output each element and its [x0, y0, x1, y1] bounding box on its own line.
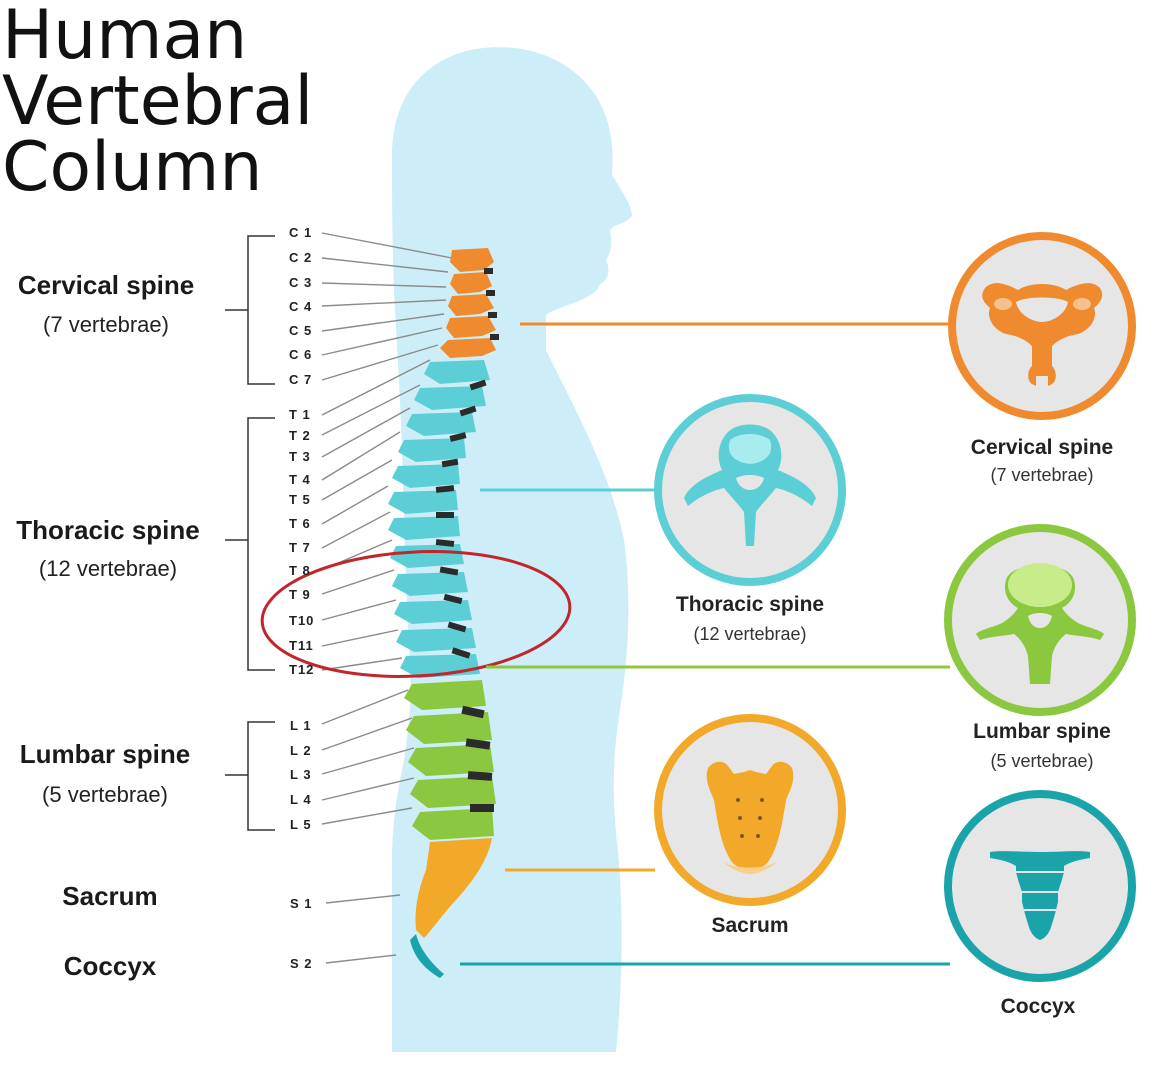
cervical-vertebrae [440, 248, 499, 358]
vertebra-label-c3: C 3 [289, 275, 313, 290]
vertebra-label-l4: L 4 [290, 792, 312, 807]
lumbar-callout-circle [944, 524, 1136, 716]
vertebra-label-c2: C 2 [289, 250, 313, 265]
cervical-vertebra-icon [982, 283, 1103, 386]
thoracic-bracket [225, 417, 275, 671]
vertebra-label-l5: L 5 [290, 817, 312, 832]
lumbar-region-label: Lumbar spine [19, 739, 191, 769]
vertebra-label-t8: T 8 [289, 563, 311, 578]
highlight-ellipse [260, 550, 572, 678]
lumbar-callout-label: Lumbar spine [973, 720, 1111, 743]
thoracic-discs [435, 379, 487, 659]
cervical-callout-circle [948, 232, 1136, 420]
vertebra-label-t3: T 3 [289, 449, 311, 464]
vertebra-label-l2: L 2 [290, 743, 312, 758]
vertebra-label-t10: T10 [289, 613, 315, 628]
title-line-3: Column [2, 128, 263, 207]
vertebra-label-c6: C 6 [289, 347, 313, 362]
vertebra-label-t2: T 2 [289, 428, 311, 443]
lumbar-region-sub: (5 vertebrae) [42, 782, 168, 807]
lumbar-vertebrae [404, 680, 496, 840]
vertebra-label-t11: T11 [289, 638, 314, 653]
sacrum-icon [706, 761, 794, 870]
cervical-region-label: Cervical spine [17, 270, 195, 300]
vertebra-label-t6: T 6 [289, 516, 311, 531]
lumbar-bracket [225, 721, 275, 831]
vertebra-label-t7: T 7 [289, 540, 311, 555]
vertebra-label-t12: T12 [289, 662, 315, 677]
coccyx-icon [990, 851, 1090, 940]
vertebra-label-s1: S 1 [290, 896, 313, 911]
lumbar-discs [461, 705, 494, 812]
cervical-callout-label: Cervical spine [970, 436, 1114, 459]
title-line-1: Human [2, 0, 248, 75]
vertebra-label-t1: T 1 [289, 407, 311, 422]
thoracic-callout-sub: (12 vertebrae) [693, 624, 807, 644]
vertebra-label-l3: L 3 [290, 767, 312, 782]
cervical-region-sub: (7 vertebrae) [43, 312, 169, 337]
sacrum-callout-circle [654, 714, 846, 906]
vertebra-label-c7: C 7 [289, 372, 313, 387]
coccyx-shape [410, 934, 444, 978]
coccyx-region-label: Coccyx [63, 951, 157, 981]
sacrum-region-label: Sacrum [62, 881, 158, 911]
coccyx-callout-circle [944, 790, 1136, 982]
thoracic-vertebrae [388, 360, 490, 678]
vertebra-label-l1: L 1 [290, 718, 312, 733]
vertebra-label-t4: T 4 [289, 472, 311, 487]
thoracic-region-sub: (12 vertebrae) [38, 556, 178, 581]
vertebra-label-c4: C 4 [289, 299, 313, 314]
leader-lines [321, 232, 453, 964]
vertebra-label-c1: C 1 [289, 225, 313, 240]
cervical-bracket [225, 235, 275, 385]
vertebra-label-s2: S 2 [290, 956, 313, 971]
sacrum-shape [415, 838, 492, 938]
thoracic-region-label: Thoracic spine [16, 515, 200, 545]
thoracic-callout-label: Thoracic spine [675, 593, 825, 616]
vertebra-label-t9: T 9 [289, 587, 311, 602]
thoracic-callout-circle [654, 394, 846, 586]
cervical-callout-sub: (7 vertebrae) [990, 465, 1094, 485]
title-line-2: Vertebral [2, 62, 314, 141]
vertebra-label-t5: T 5 [289, 492, 311, 507]
vertebra-label-c5: C 5 [289, 323, 313, 338]
lumbar-callout-sub: (5 vertebrae) [990, 751, 1094, 771]
coccyx-callout-label: Coccyx [1000, 995, 1076, 1018]
sacrum-callout-label: Sacrum [711, 914, 789, 937]
